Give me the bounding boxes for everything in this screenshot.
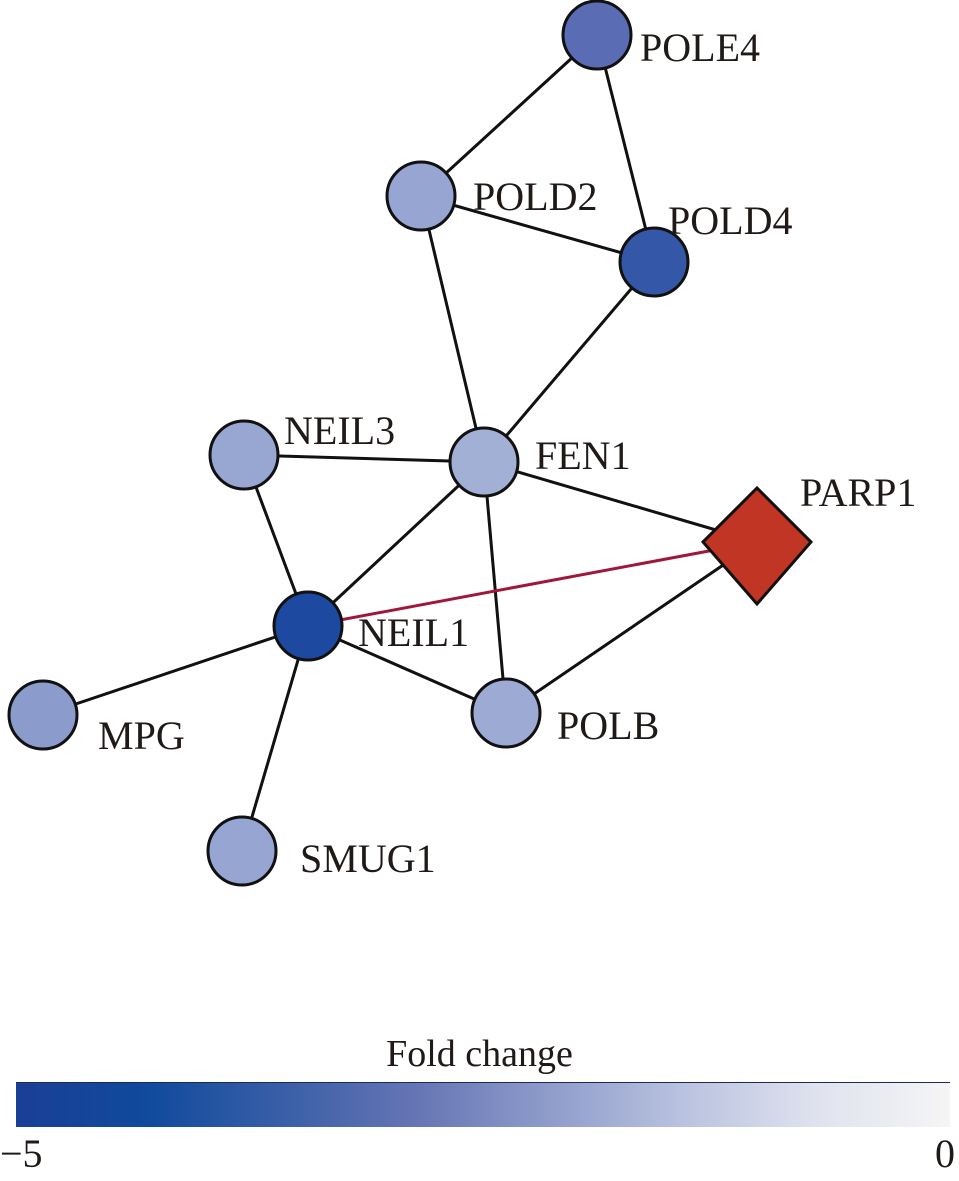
edge-neil1-polb: [307, 624, 507, 715]
node-neil1[interactable]: [272, 590, 344, 662]
edge-fen1-parp1: [483, 460, 758, 544]
node-mpg[interactable]: [7, 679, 79, 751]
node-label-pole4: POLE4: [640, 25, 760, 70]
edge-fen1-neil1: [306, 460, 486, 628]
fold-change-colorbar: [16, 1082, 950, 1127]
edge-pold2-fen1: [419, 195, 486, 463]
node-label-parp1: PARP1: [800, 470, 916, 515]
edge-neil1-smug1: [240, 625, 310, 852]
node-label-fen1: FEN1: [535, 433, 631, 478]
edges-layer: [42, 33, 758, 852]
edge-pold2-pold4: [420, 194, 655, 264]
edge-neil1-parp1: [307, 540, 758, 628]
legend-title: Fold change: [386, 1033, 573, 1075]
node-parp1[interactable]: [700, 485, 814, 607]
legend-min-label: −5: [0, 1131, 43, 1176]
node-label-neil1: NEIL1: [358, 610, 469, 655]
node-label-neil3: NEIL3: [284, 408, 395, 453]
node-label-mpg: MPG: [98, 713, 185, 758]
node-neil3[interactable]: [208, 419, 280, 491]
node-pole4[interactable]: [561, 0, 633, 71]
edge-pole4-pold2: [419, 33, 599, 198]
edge-neil3-fen1: [243, 453, 485, 464]
nodes-layer: [7, 0, 814, 887]
node-polb[interactable]: [470, 677, 542, 749]
node-label-pold4: POLD4: [668, 198, 792, 243]
node-label-polb: POLB: [557, 703, 659, 748]
node-pold4[interactable]: [618, 226, 690, 298]
node-fen1[interactable]: [448, 426, 520, 498]
legend-max-label: 0: [935, 1131, 955, 1176]
edge-pold4-fen1: [482, 261, 656, 463]
edge-fen1-polb: [482, 461, 508, 714]
edge-polb-parp1: [505, 540, 758, 715]
node-label-smug1: SMUG1: [300, 836, 436, 881]
node-smug1[interactable]: [206, 815, 278, 887]
edge-pole4-pold4: [595, 34, 656, 263]
node-pold2[interactable]: [385, 160, 457, 232]
edge-neil1-mpg: [42, 624, 309, 717]
node-label-pold2: POLD2: [473, 174, 597, 219]
